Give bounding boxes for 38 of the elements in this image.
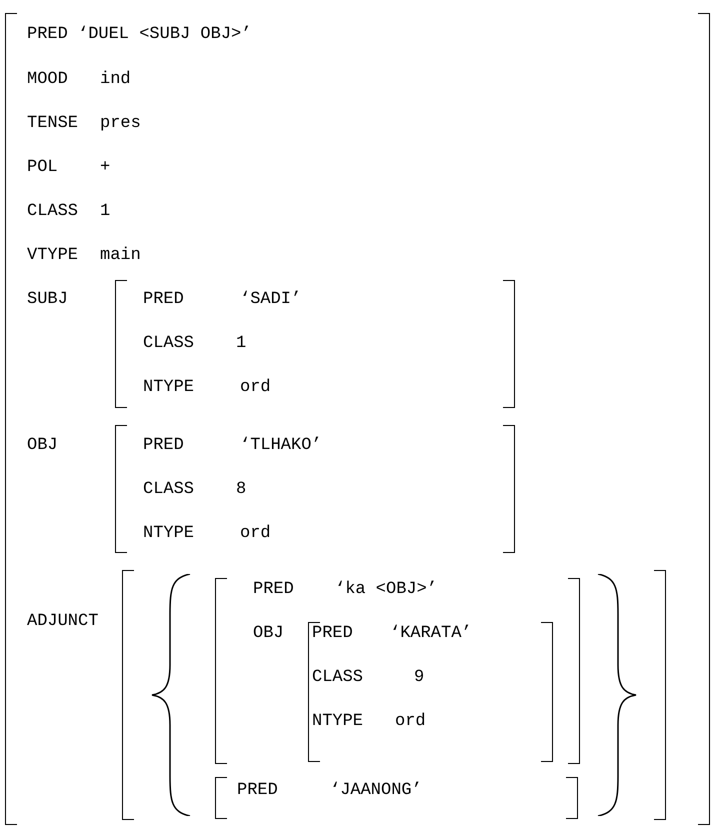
feature-text: PRED [312, 624, 353, 644]
feature-text: CLASS [143, 480, 194, 500]
feature-text: 1 [100, 202, 110, 222]
feature-text: main [100, 246, 141, 266]
feature-text: ‘DUEL <SUBJ OBJ>’ [78, 25, 252, 45]
feature-text: ‘SADI’ [240, 290, 302, 310]
feature-text: POL [27, 158, 58, 178]
feature-text: OBJ [27, 436, 58, 456]
feature-text: PRED [253, 580, 294, 600]
feature-text: ord [240, 524, 271, 544]
feature-text: SUBJ [27, 290, 68, 310]
feature-text: CLASS [143, 334, 194, 354]
feature-text: + [100, 158, 110, 178]
feature-text: PRED [143, 436, 184, 456]
feature-text: PRED [237, 781, 278, 801]
feature-text: PRED [143, 290, 184, 310]
feature-text: NTYPE [143, 378, 194, 398]
feature-text: ‘TLHAKO’ [240, 436, 322, 456]
feature-text: ‘JAANONG’ [330, 781, 422, 801]
feature-text: 9 [414, 668, 424, 688]
feature-text: NTYPE [143, 524, 194, 544]
feature-text: 1 [236, 334, 246, 354]
feature-text: ord [395, 712, 426, 732]
feature-text: ‘KARATA’ [390, 624, 472, 644]
feature-text: PRED [27, 25, 68, 45]
feature-text: OBJ [253, 624, 284, 644]
feature-text: ind [100, 70, 131, 90]
feature-text: MOOD [27, 70, 68, 90]
feature-text: CLASS [312, 668, 364, 688]
feature-text: ord [240, 378, 271, 398]
feature-text: ADJUNCT [27, 612, 98, 632]
feature-text: ‘ka <OBJ>’ [335, 580, 438, 600]
feature-text: pres [100, 114, 141, 134]
feature-text: CLASS [27, 202, 78, 222]
feature-text: TENSE [27, 114, 78, 134]
feature-text: VTYPE [27, 246, 78, 266]
feature-text: 8 [236, 480, 246, 500]
feature-text: NTYPE [312, 712, 364, 732]
